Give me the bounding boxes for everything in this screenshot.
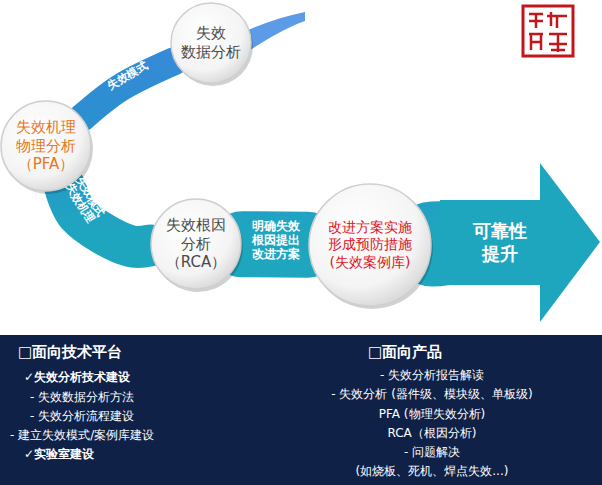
circle-body	[309, 184, 431, 306]
list-item: - 失效分析流程建设	[30, 409, 134, 425]
list-item: RCA（根因分析)	[282, 426, 582, 442]
text-holder: 可靠性 提升	[450, 160, 550, 325]
edge-label: 明确失效 根因提出 改进方案	[249, 220, 303, 261]
text-holder: 改进方案实施 形成预防措施 (失效案例库)	[308, 183, 432, 307]
section-heading: □面向技术平台	[18, 343, 122, 363]
flow-band	[242, 211, 308, 277]
node-label: 失效根因 分析 （RCA）	[155, 216, 237, 272]
arrow-body	[440, 163, 600, 322]
list-item: - 失效数据分析方法	[30, 390, 134, 406]
list-item: - 失效分析报告解读	[282, 368, 582, 384]
circle-body	[151, 199, 241, 289]
node-label: 可靠性 提升	[460, 220, 540, 265]
arrow-outline	[440, 160, 600, 325]
seal-stamp	[523, 6, 573, 56]
text-holder: 失效根因 分析 （RCA）	[150, 198, 242, 290]
flow-band	[432, 201, 440, 286]
list-item: - 失效分析 (器件级、模块级、单板级)	[282, 387, 582, 403]
list-item: - 问题解决	[282, 445, 582, 461]
list-item: - 建立失效模式/案例库建设	[10, 428, 154, 444]
result-arrow: 可靠性 提升	[440, 160, 600, 325]
section-heading: □面向产品	[368, 343, 442, 363]
list-item: PFA (物理失效分析)	[282, 407, 582, 423]
process-circle: 改进方案实施 形成预防措施 (失效案例库)	[308, 183, 432, 307]
text-holder: 失效 数据分析	[170, 2, 252, 84]
node-label: 失效机理 物理分析 （PFA）	[5, 118, 87, 174]
node-label: 改进方案实施 形成预防措施 (失效案例库)	[313, 219, 427, 272]
node-label: 失效 数据分析	[175, 24, 247, 62]
seal-border	[523, 6, 573, 56]
info-band: □面向技术平台 ✓失效分析技术建设 - 失效数据分析方法 - 失效分析流程建设 - 建立…	[0, 335, 602, 485]
list-item: ✓实验室建设	[24, 447, 94, 463]
process-circle: 失效 数据分析	[170, 2, 252, 84]
list-item: (如烧板、死机、焊点失效...)	[282, 464, 582, 480]
seal-glyph-strokes	[529, 12, 567, 52]
list-item: ✓失效分析技术建设	[24, 370, 130, 386]
process-circle: 失效根因 分析 （RCA）	[150, 198, 242, 290]
circle-body	[171, 3, 251, 83]
